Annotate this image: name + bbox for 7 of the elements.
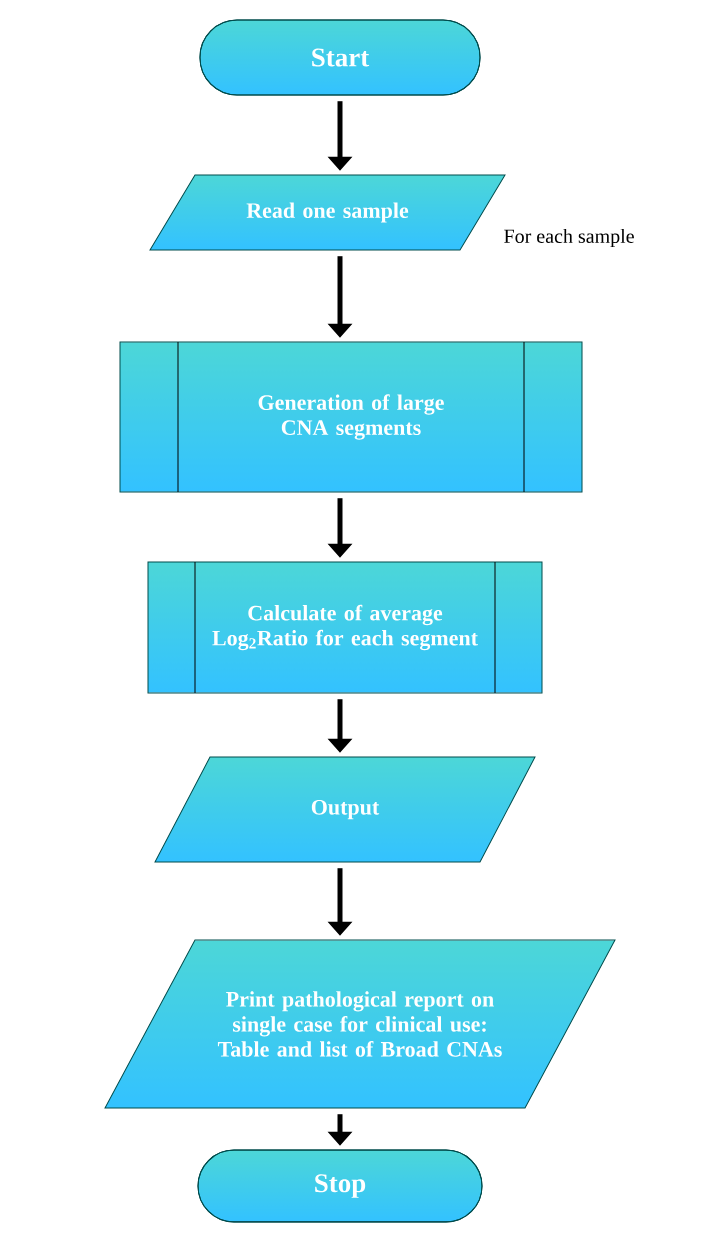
io-parallelogram: Output [154,756,536,863]
side-note: For each sample [504,228,634,248]
process-box: Calculate of average Log$_{2}$Ratio for each segment [147,561,543,694]
terminal-box: Stop [197,1149,483,1223]
process-box: Generation of large CNA segments [119,341,583,493]
io-parallelogram: Print pathological report on single case for clinical use: Table and list of Broad CNAs [104,939,616,1109]
terminal-box: Start [199,19,481,96]
